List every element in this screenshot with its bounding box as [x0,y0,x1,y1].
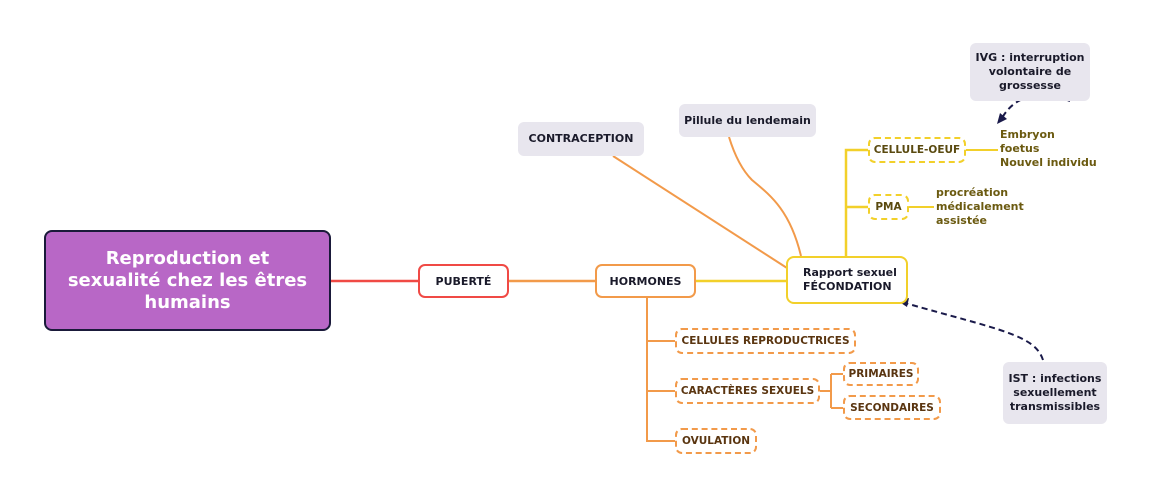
leaf-line: Nouvel individu [1000,156,1097,169]
root-topic[interactable]: Reproduction et sexualité chez les êtres… [44,230,331,331]
leaf-cellule-oeuf-text: Embryon foetus Nouvel individu [1000,128,1097,170]
node-cellules-reproductrices[interactable]: CELLULES REPRODUCTRICES [675,328,856,354]
rapport-line2: FÉCONDATION [803,280,892,293]
ist-line: sexuellement [1013,386,1097,399]
root-topic-label: Reproduction et sexualité chez les êtres… [67,247,308,313]
rapport-line1: Rapport sexuel [803,266,897,279]
leaf-line: procréation [936,186,1009,199]
leaf-line: médicalement [936,200,1024,213]
node-contraception[interactable]: CONTRACEPTION [518,122,644,156]
node-cellules-reproductrices-label: CELLULES REPRODUCTRICES [681,335,850,347]
link-caracteres-subbranches [820,373,843,409]
node-rapport-fecondation[interactable]: Rapport sexuel FÉCONDATION [786,256,908,304]
node-primaires-label: PRIMAIRES [848,368,914,380]
node-primaires[interactable]: PRIMAIRES [843,362,919,386]
ivg-line: IVG : interruption [975,51,1085,64]
link-rapport-yellow-branches [844,148,868,256]
ist-line: transmissibles [1009,400,1101,413]
node-secondaires[interactable]: SECONDAIRES [843,395,941,420]
node-puberte-label: PUBERTÉ [435,274,492,288]
ivg-line: grossesse [999,79,1061,92]
node-puberte[interactable]: PUBERTÉ [418,264,509,298]
note-ivg-text: IVG : interruption volontaire de grosses… [976,51,1085,93]
leaf-pma-text: procréation médicalement assistée [936,186,1024,228]
note-ist-text: IST : infections sexuellement transmissi… [1009,372,1102,414]
node-caracteres-sexuels[interactable]: CARACTÈRES SEXUELS [675,378,820,404]
node-pma[interactable]: PMA [868,194,909,220]
node-ovulation-label: OVULATION [681,435,751,447]
node-secondaires-label: SECONDAIRES [850,401,934,414]
note-ivg[interactable]: IVG : interruption volontaire de grosses… [970,43,1090,101]
leaf-line: Embryon [1000,128,1055,141]
node-cellule-oeuf-label: CELLULE-OEUF [873,144,961,156]
node-pillule[interactable]: Pillule du lendemain [679,104,816,137]
link-rapport-contraception [612,155,788,269]
leaf-line: foetus [1000,142,1040,155]
node-contraception-label: CONTRACEPTION [528,132,634,145]
node-rapport-label: Rapport sexuel FÉCONDATION [803,266,897,294]
node-pillule-label: Pillule du lendemain [684,113,811,127]
ivg-line: volontaire de [988,65,1072,78]
node-cellule-oeuf[interactable]: CELLULE-OEUF [868,137,966,163]
ivg-arrowhead [997,113,1007,124]
leaf-line: assistée [936,214,988,227]
node-hormones-label: HORMONES [609,274,682,288]
node-pma-label: PMA [875,201,902,213]
node-caracteres-sexuels-label: CARACTÈRES SEXUELS [680,385,815,397]
ist-dashed-arrow [904,302,1044,361]
note-ist[interactable]: IST : infections sexuellement transmissi… [1003,362,1107,424]
node-hormones[interactable]: HORMONES [595,264,696,298]
link-hormones-subbranches [646,298,675,442]
link-rapport-pillule [728,136,802,257]
ist-line: IST : infections [1008,372,1102,385]
node-ovulation[interactable]: OVULATION [675,428,757,454]
